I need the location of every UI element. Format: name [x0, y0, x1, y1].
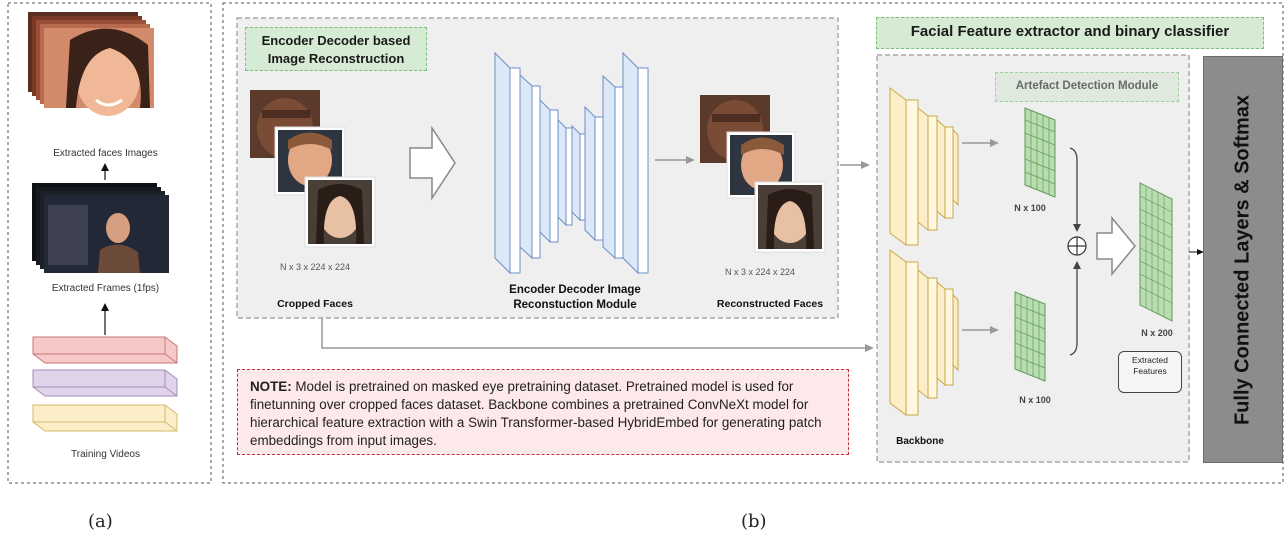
input-dims: N x 3 x 224 x 224	[279, 262, 351, 272]
note-box: NOTE: Model is pretrained on masked eye …	[237, 369, 849, 455]
input-faces	[250, 90, 376, 248]
hollow-arrow-2	[1096, 215, 1136, 277]
video-frames-stack	[32, 183, 169, 273]
panel-b-border	[222, 2, 1284, 484]
reconstructed-faces	[700, 95, 826, 253]
caption-b: (b)	[741, 511, 767, 532]
reconstructed-faces-label: Reconstructed Faces	[716, 298, 824, 310]
hollow-arrow-1	[409, 125, 456, 201]
backbone-label: Backbone	[896, 436, 944, 447]
fc-softmax-block: Fully Connected Layers & Softmax	[1203, 56, 1283, 463]
fc-softmax-label: Fully Connected Layers & Softmax	[1231, 94, 1254, 425]
backbone-bottom	[889, 249, 959, 416]
feature-dims-top: N x 100	[1014, 203, 1046, 213]
label-extracted-frames: Extracted Frames (1fps)	[51, 283, 160, 294]
classifier-title: Facial Feature extractor and binary clas…	[876, 17, 1264, 49]
feature-grid-combined	[1139, 182, 1173, 322]
combined-dims: N x 200	[1141, 328, 1173, 338]
artefact-module-label: Artefact Detection Module	[995, 72, 1179, 102]
cropped-faces-label: Cropped Faces	[277, 298, 353, 310]
module-label: Encoder Decoder Image Reconstuction Modu…	[509, 284, 641, 311]
output-dims: N x 3 x 224 x 224	[724, 267, 796, 277]
label-extracted-faces: Extracted faces Images	[53, 148, 158, 159]
backbone-top	[889, 87, 959, 246]
feature-grid-bottom	[1014, 291, 1046, 382]
encoder-decoder-blocks	[494, 51, 649, 275]
training-videos-stack	[32, 336, 178, 432]
feature-dims-bottom: N x 100	[1019, 395, 1051, 405]
extracted-features-box: Extracted Features	[1118, 351, 1182, 393]
face-frames-stack	[28, 12, 154, 116]
label-training-videos: Training Videos	[71, 449, 140, 460]
caption-a: (a)	[88, 511, 113, 532]
note-prefix: NOTE:	[250, 379, 292, 394]
feature-grid-top	[1024, 107, 1056, 198]
reconstruction-title: Encoder Decoder based Image Reconstructi…	[245, 27, 427, 71]
concat-operator-icon	[1067, 236, 1087, 256]
note-text: Model is pretrained on masked eye pretra…	[250, 379, 822, 448]
